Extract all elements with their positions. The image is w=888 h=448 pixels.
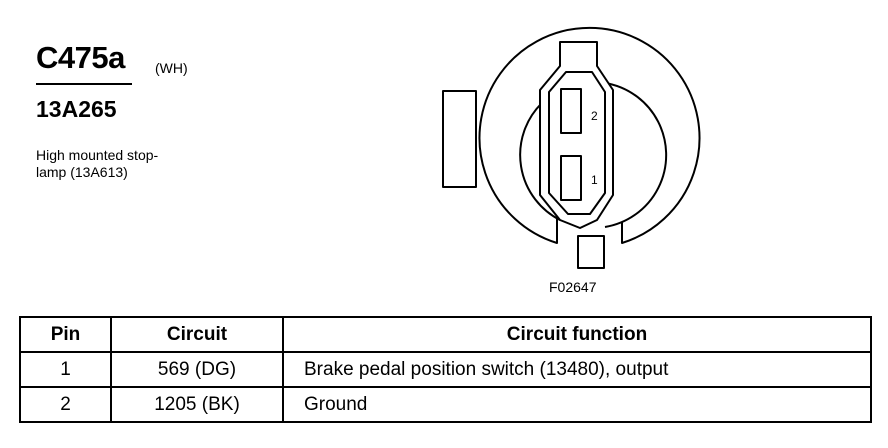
header-circuit-function: Circuit function (282, 316, 872, 353)
connector-description: High mounted stop- lamp (13A613) (36, 147, 196, 181)
bottom-key (577, 235, 605, 269)
pin-cavity-1 (560, 155, 582, 201)
pin-table: Pin Circuit Circuit function 1 569 (DG) … (19, 316, 872, 423)
cell-circuit-function: Ground (282, 386, 872, 423)
table-row: 1 569 (DG) Brake pedal position switch (… (19, 351, 872, 388)
cell-circuit: 569 (DG) (110, 351, 284, 388)
description-line: lamp (13A613) (36, 164, 128, 180)
table-row: 2 1205 (BK) Ground (19, 386, 872, 423)
title-underline (36, 83, 132, 85)
connector-face-drawing: 2 1 (442, 26, 701, 269)
part-number: 13A265 (36, 96, 117, 122)
description-line: High mounted stop- (36, 147, 159, 163)
pin-label-1: 1 (591, 173, 598, 187)
locking-tab (442, 90, 477, 188)
connector-color-code: (WH) (155, 60, 188, 76)
pin-cavity-2 (560, 88, 582, 134)
cell-circuit-function: Brake pedal position switch (13480), out… (282, 351, 872, 388)
connector-id: C475a (36, 40, 125, 75)
pin-label-2: 2 (591, 109, 598, 123)
header-pin: Pin (19, 316, 112, 353)
figure-code: F02647 (549, 279, 597, 295)
header-circuit: Circuit (110, 316, 284, 353)
cell-pin: 1 (19, 351, 112, 388)
terminal-insert (539, 41, 614, 229)
terminal-insert-inner (548, 71, 606, 215)
table-header-row: Pin Circuit Circuit function (19, 316, 872, 353)
cell-pin: 2 (19, 386, 112, 423)
cell-circuit: 1205 (BK) (110, 386, 284, 423)
